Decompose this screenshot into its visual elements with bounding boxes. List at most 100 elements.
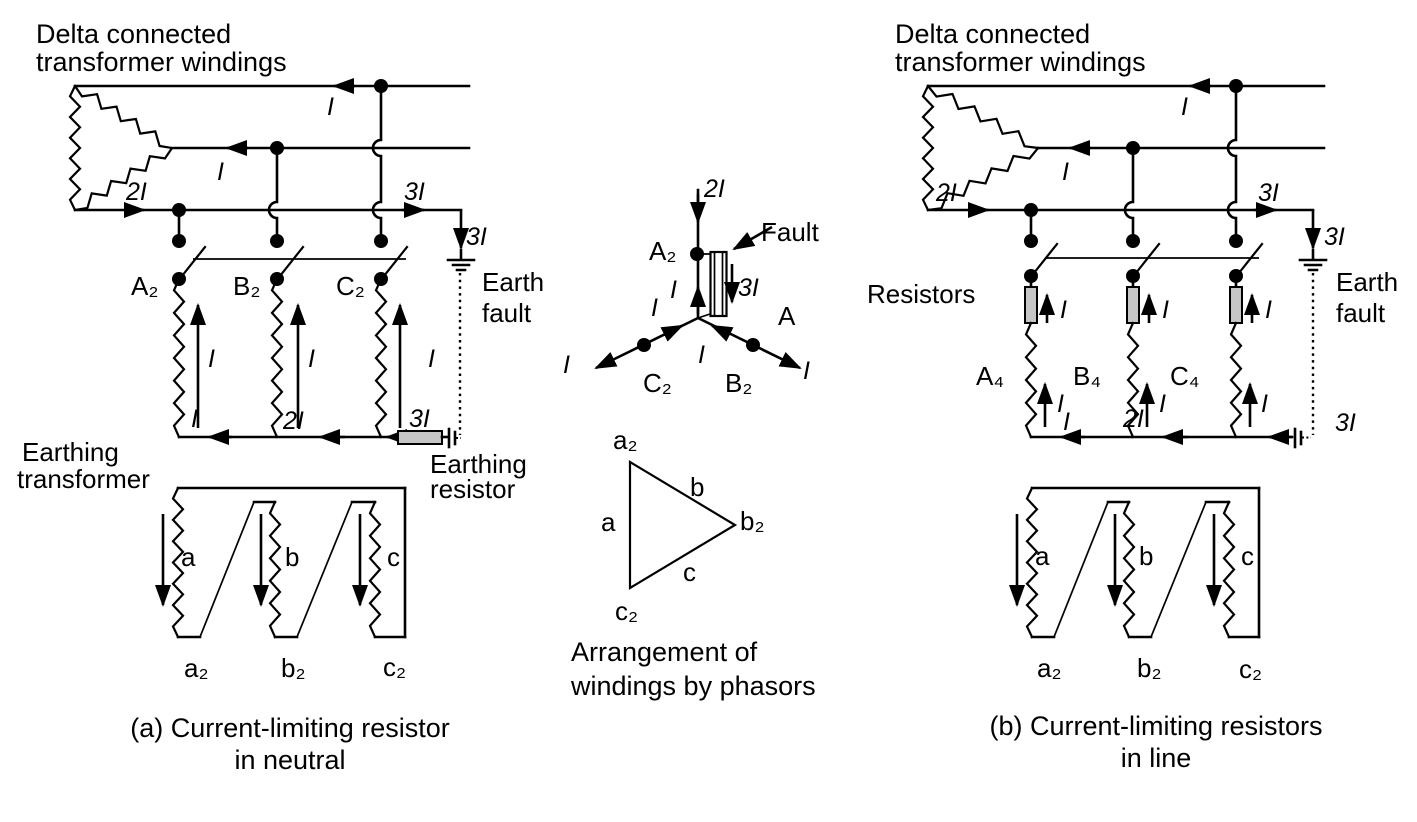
earthing-transformer-primary [172, 277, 388, 439]
phase-label-b2: B₂ [233, 271, 260, 301]
triangle-side-b: b [690, 472, 704, 502]
neutral-bus [1029, 427, 1311, 449]
terminal-dot-b2 [746, 338, 760, 352]
diagram-b-caption-line2: in line [1121, 743, 1192, 773]
phase-label-a2: A₂ [131, 271, 158, 301]
current-label-2i: 2I [125, 178, 147, 206]
fault-current-label: 3I [466, 223, 487, 251]
star-terminal-a2: A₂ [649, 236, 676, 266]
fault-label: Fault [761, 217, 820, 247]
resistor-current-label: I [1162, 296, 1169, 324]
bus-current-label: I [1063, 408, 1070, 436]
earth-ground-icon [446, 258, 476, 272]
earth-fault-path [446, 210, 476, 435]
fault-winding-icon [697, 250, 728, 319]
junction-dot [270, 141, 284, 155]
diagram-b-title-line1: Delta connected [895, 19, 1090, 49]
earth-fault-label-line2: fault [1336, 298, 1386, 328]
winding-current-label: I [1057, 390, 1064, 418]
phase-droppers [177, 84, 383, 243]
star-out-c-current: I [563, 351, 570, 379]
resistor-current-label: I [1265, 296, 1272, 324]
winding-current-label: I [1159, 390, 1166, 418]
terminal-dot-c2 [637, 338, 651, 352]
star-phasor [594, 188, 802, 370]
fault-pointer-arrow [732, 225, 773, 251]
diagram-a-title-line1: Delta connected [36, 19, 231, 49]
triangle-terminal-a2: a₂ [613, 425, 638, 455]
diagram-a-title-line2: transformer windings [36, 47, 287, 77]
earth-fault-path [1298, 210, 1328, 435]
star-winding-a: A [778, 301, 796, 331]
phasor-caption-line1: Arrangement of [571, 637, 758, 667]
bus-current-label: 2I [1122, 405, 1144, 433]
secondary-terminal-a2: a₂ [184, 653, 209, 683]
current-label-top: I [327, 93, 334, 121]
triangle-side-c: c [683, 557, 696, 587]
diagram-a-caption-line1: (a) Current-limiting resistor [130, 713, 450, 743]
diagram-a: Delta connected transformer windings I I… [17, 19, 544, 775]
winding-current-label: I [1261, 390, 1268, 418]
earthing-resistor-label-line2: resistor [430, 474, 516, 504]
diagram-b: Delta connected transformer windings I I… [867, 19, 1398, 773]
current-label-3i: 3I [404, 178, 425, 206]
phase-label-c2: C₂ [336, 271, 365, 301]
secondary-winding-label-a: a [181, 542, 196, 572]
bus-current-label: I [191, 405, 198, 433]
star-up-current: I [670, 276, 677, 304]
phase-label-a4: A₄ [976, 361, 1004, 391]
phasor-panel: 2I A₂ Fault I 3I A I I C₂ B₂ I I a₂ b₂ c… [563, 175, 820, 701]
bus-current-label: 2I [282, 407, 304, 435]
triangle-terminal-b2: b₂ [740, 506, 765, 536]
earthing-transformer-secondary [1009, 486, 1261, 639]
secondary-winding-label-c: c [1241, 541, 1254, 571]
junction-dot [1024, 203, 1038, 217]
earth-fault-label-line2: fault [482, 298, 532, 328]
current-label-2i: 2I [935, 179, 957, 207]
switches [172, 234, 409, 286]
phase-label-c4: C₄ [1170, 361, 1199, 391]
star-input-current: 2I [703, 175, 725, 203]
star-terminal-c2: C₂ [643, 368, 672, 398]
junction-dot [172, 203, 186, 217]
earthing-resistor-label-line1: Earthing [430, 449, 527, 479]
star-out-b-current: I [803, 357, 810, 385]
delta-winding-icon [68, 84, 174, 212]
secondary-terminal-b2: b₂ [281, 653, 306, 683]
star-branch-c-current: I [651, 294, 658, 322]
diagram-b-caption-line1: (b) Current-limiting resistors [989, 711, 1322, 741]
secondary-terminal-c2: c₂ [1239, 654, 1262, 684]
line-resistors [1024, 274, 1260, 324]
earthing-transformer-label-line1: Earthing [22, 437, 119, 467]
junction-dot [374, 79, 388, 93]
fault-current-label: 3I [1324, 223, 1345, 251]
earthing-transformer-primary [1024, 321, 1243, 439]
winding-current-label: I [308, 345, 315, 373]
secondary-terminal-b2: b₂ [1137, 653, 1162, 683]
diagram-a-caption-line2: in neutral [234, 745, 345, 775]
delta-winding-icon [921, 84, 1040, 212]
bus-current-label: 3I [409, 405, 430, 433]
current-label-middle: I [217, 158, 224, 186]
star-fault-current: 3I [738, 274, 759, 302]
diagram-b-title-line2: transformer windings [895, 47, 1146, 77]
winding-current-label: I [208, 345, 215, 373]
earthing-resistor-icon [397, 427, 461, 449]
triangle-side-a: a [601, 507, 616, 537]
delta-phasor-triangle [628, 460, 738, 590]
secondary-terminal-c2: c₂ [383, 652, 406, 682]
phase-label-b4: B₄ [1073, 361, 1101, 391]
junction-dot [1126, 141, 1140, 155]
secondary-winding-label-a: a [1035, 541, 1050, 571]
resistors-label: Resistors [867, 279, 975, 309]
current-label-top: I [1181, 93, 1188, 121]
star-terminal-b2: B₂ [725, 368, 752, 398]
earthing-transformer-label-line2: transformer [17, 464, 150, 494]
earthing-transformer-secondary [155, 486, 407, 639]
winding-current-label: I [428, 345, 435, 373]
secondary-winding-label-b: b [285, 542, 299, 572]
resistor-current-label: I [1060, 296, 1067, 324]
current-label-3i: 3I [1258, 179, 1279, 207]
